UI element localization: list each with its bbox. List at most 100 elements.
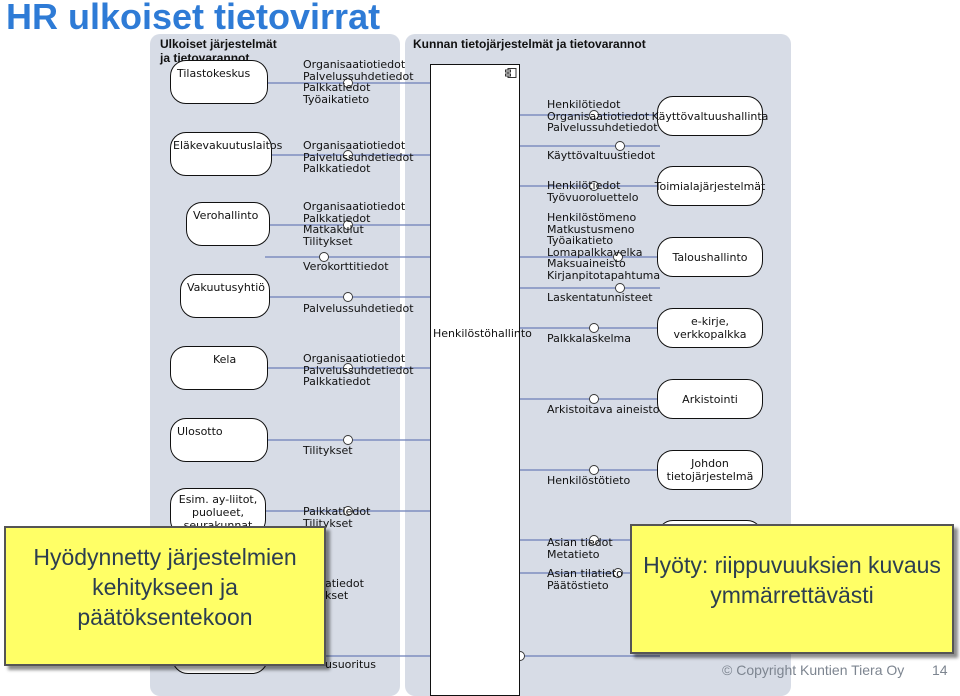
flow-text: atiedot (325, 577, 364, 590)
flow-label-palkkalaskelma: Palkkalaskelma (547, 310, 631, 356)
flow-label-kayttovaltuus: Käyttövaltuustiedot (547, 127, 655, 173)
system-kayttovaltuushallinta[interactable]: Käyttövaltuushallinta (652, 96, 768, 136)
flow-text: Verokorttitiedot (303, 260, 389, 273)
flow-marker (613, 252, 623, 262)
flow-text: Palvelussuhdetiedot (303, 363, 414, 377)
flow-text: Työvuoroluettelo (547, 190, 639, 204)
flow-marker (613, 568, 623, 578)
flow-marker (589, 110, 599, 120)
flow-text: Päätöstieto (547, 578, 609, 592)
flow-text: Organisaatiotiedot (303, 200, 406, 213)
flow-text: Palkkatiedot (303, 211, 371, 225)
flow-marker (343, 78, 353, 88)
system-e-kirje[interactable]: e-kirje, verkkopalkka (657, 308, 763, 348)
callout-left: Hyödynnetty järjestelmien kehitykseen ja… (4, 526, 326, 666)
flow-label-ulosotto: Tilitykset (303, 422, 353, 468)
flow-marker (615, 141, 625, 151)
system-ulosotto[interactable]: Ulosotto (170, 418, 268, 462)
flow-marker (343, 435, 353, 445)
system-verohallinto[interactable]: Verohallinto (186, 202, 270, 246)
flow-marker (343, 363, 353, 373)
flow-text: Henkilötiedot (547, 179, 621, 192)
flow-marker (589, 465, 599, 475)
flow-marker (589, 535, 599, 545)
flow-text: Palvelussuhdetiedot (547, 121, 658, 134)
flow-text: Tilitykset (303, 234, 353, 248)
flow-text: Työaikatieto (547, 234, 614, 247)
hr-system-label: Henkilöstöhallinto (433, 327, 532, 340)
flow-text: Palkkatiedot (303, 375, 371, 388)
flow-label-vakuutusyhtio: Palvelussuhdetiedot (303, 280, 414, 326)
flow-text: Henkilötiedot (547, 98, 621, 111)
flow-text: Henkilöstömeno (547, 211, 637, 224)
flow-label-henkilostotieto: Henkilöstötieto (547, 452, 630, 498)
flow-text: Organisaatiotiedot (303, 352, 406, 365)
flow-text: kset (325, 588, 349, 602)
flow-text: Palvelussuhdetiedot (303, 150, 414, 164)
flow-text: Arkistoitava aineisto (547, 403, 660, 416)
flow-text: Työaikatieto (303, 92, 370, 106)
flow-text: Metatieto (547, 547, 600, 561)
flow-text: Maksuaineisto (547, 257, 626, 270)
system-vakuutusyhtio[interactable]: Vakuutusyhtiö (180, 274, 270, 318)
flow-text: Käyttövaltuustiedot (547, 149, 656, 162)
flow-text: Asian tilatieto (547, 567, 623, 580)
flow-text: Palkkatiedot (303, 162, 371, 175)
flow-marker (343, 220, 353, 230)
system-kela[interactable]: Kela (170, 346, 268, 390)
flow-marker (615, 283, 625, 293)
flow-text: Laskentatunnisteet (547, 291, 653, 304)
flow-text: Tilitykset (303, 516, 353, 530)
flow-marker (589, 181, 599, 191)
system-johdon-tietojarjestelma[interactable]: Johdon tietojärjestelmä (657, 450, 763, 490)
flow-marker (343, 506, 353, 516)
flow-text: Organisaatiotiedot (303, 139, 406, 152)
component-icon (505, 68, 517, 78)
system-taloushallinto[interactable]: Taloushallinto (657, 237, 763, 277)
hr-system-box[interactable] (430, 64, 520, 696)
flow-text: usuoritus (325, 658, 376, 671)
flow-marker (343, 150, 353, 160)
flow-label-usuoritus: usuoritus (325, 636, 376, 682)
internal-panel-title: Kunnan tietojärjestelmät ja tietovaranno… (413, 37, 646, 51)
page-title: HR ulkoiset tietovirrat (6, 0, 381, 37)
callout-right: Hyöty: riippuvuuksien kuvaus ymmärrettäv… (630, 524, 954, 654)
system-arkistointi[interactable]: Arkistointi (657, 379, 763, 419)
system-tilastokeskus[interactable]: Tilastokeskus (170, 60, 268, 104)
page-number: 14 (932, 662, 948, 678)
flow-text: Palkkatiedot (303, 81, 371, 94)
flow-text: Lomapalkkavelka (547, 245, 643, 259)
flow-label-laskenta: Laskentatunnisteet (547, 269, 653, 315)
flow-text: Asian tiedot (547, 536, 613, 549)
flow-label-verokortti: Verokorttitiedot (303, 238, 389, 284)
flow-label-arkistoitava: Arkistoitava aineisto (547, 381, 659, 427)
flow-text: Palvelussuhdetiedot (303, 302, 414, 315)
flow-text: Matkakulut (303, 223, 364, 236)
copyright-text: © Copyright Kuntien Tiera Oy (722, 662, 905, 678)
flow-marker (589, 323, 599, 333)
system-elakevakuutuslaitos[interactable]: Eläkevakuutuslaitos (170, 132, 282, 176)
flow-text: Palvelussuhdetiedot (303, 69, 414, 83)
flow-text: Palkkatiedot (303, 505, 371, 518)
flow-text: Organisaatiotiedot (547, 109, 650, 123)
flow-text: Tilitykset (303, 444, 353, 457)
flow-marker (319, 252, 329, 262)
system-toimialajarjestelmat[interactable]: Toimialajärjestelmät (655, 166, 765, 206)
flow-text: Palkkalaskelma (547, 332, 632, 345)
flow-text: Matkustusmeno (547, 222, 635, 236)
flow-text: Organisaatiotiedot (303, 58, 406, 71)
flow-marker (589, 394, 599, 404)
flow-marker (343, 292, 353, 302)
